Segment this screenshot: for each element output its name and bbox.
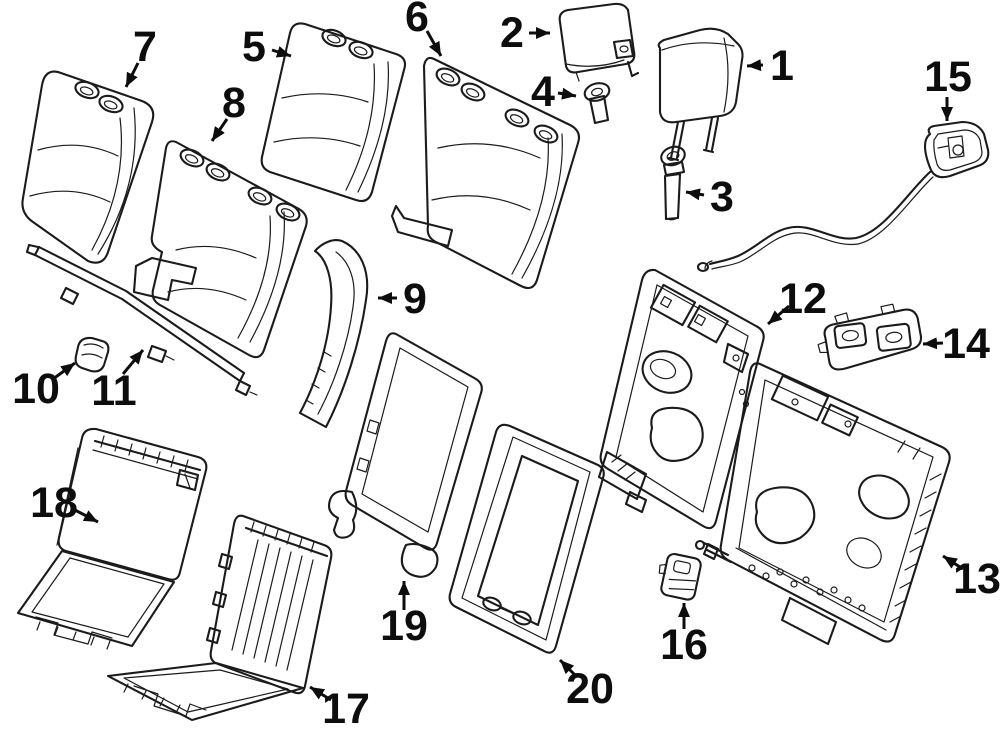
part-20-back-board [448,423,605,654]
callout-13: 13 [942,554,1000,603]
callout-14: 14 [922,320,990,368]
part-9-side-bolster [298,239,369,429]
part-13-seat-back-frame [694,362,951,646]
callout-5: 5 [242,23,292,71]
callout-12: 12 [767,275,827,326]
part-4-headrest-guide [583,82,611,125]
part-18-fold-panel [16,427,208,650]
callout-8: 8 [210,79,246,142]
grommet [202,159,234,185]
part-10-clip [74,336,110,373]
part-7-seat-back-cushion [21,70,155,264]
callout-6-number: 6 [405,0,429,41]
part-11-retainer-rail [25,243,258,397]
callout-7: 7 [124,23,157,88]
callout-4-number: 4 [531,68,555,116]
part-3-headrest-guide-sleeve [660,145,686,221]
grommet [530,121,562,147]
grommet [432,64,464,90]
callout-18-number: 18 [30,479,78,527]
callout-4: 4 [531,68,577,116]
callout-17-number: 17 [322,685,370,733]
callout-1: 1 [746,42,794,90]
grommet [501,105,533,131]
callout-3: 3 [685,173,734,221]
callout-10-number: 10 [12,365,60,413]
callout-9: 9 [378,275,427,323]
callout-11-number: 11 [91,367,136,415]
callout-11: 11 [91,349,145,415]
grommet [96,91,126,117]
callout-3-number: 3 [710,173,734,221]
callout-19-number: 19 [380,602,428,650]
callout-16-number: 16 [660,621,708,669]
part-15-latch-cable [696,120,990,273]
part-8-seat-back-cushion [132,140,308,359]
part-12-seat-back-frame [597,268,765,530]
callout-13-number: 13 [953,555,1000,603]
callout-14-number: 14 [942,320,990,368]
part-17-fold-frame [106,514,333,722]
callout-1-number: 1 [770,42,794,90]
grommet [272,199,304,225]
callout-15-number: 15 [924,53,972,101]
callout-2: 2 [500,9,550,57]
part-16-bracket [658,552,702,601]
callout-2-number: 2 [500,9,524,57]
callouts: 1 2 3 4 5 6 7 8 [12,0,1000,733]
grommet [244,183,276,209]
callout-6: 6 [405,0,443,57]
callout-8-number: 8 [222,79,246,127]
grommet [176,145,208,171]
callout-9-number: 9 [403,275,427,323]
callout-17: 17 [309,685,370,733]
callout-5-number: 5 [242,23,266,71]
part-14-hinge-bracket [817,303,923,371]
part-2-center-headrest [558,2,640,82]
callout-10: 10 [12,361,76,413]
part-5-seat-back-cushion [260,22,407,203]
part-19-back-board [327,332,483,578]
callout-7-number: 7 [133,23,157,71]
grommet [346,37,376,63]
callout-20-number: 20 [566,665,614,713]
callout-12-number: 12 [779,275,827,323]
part-6-seat-back-cushion [390,56,581,290]
callout-15: 15 [924,53,972,121]
part-1-headrest [657,27,744,162]
callout-18: 18 [30,479,99,527]
callout-20: 20 [558,658,614,713]
grommet [72,77,102,103]
callout-16: 16 [660,603,708,669]
callout-19: 19 [380,581,428,650]
